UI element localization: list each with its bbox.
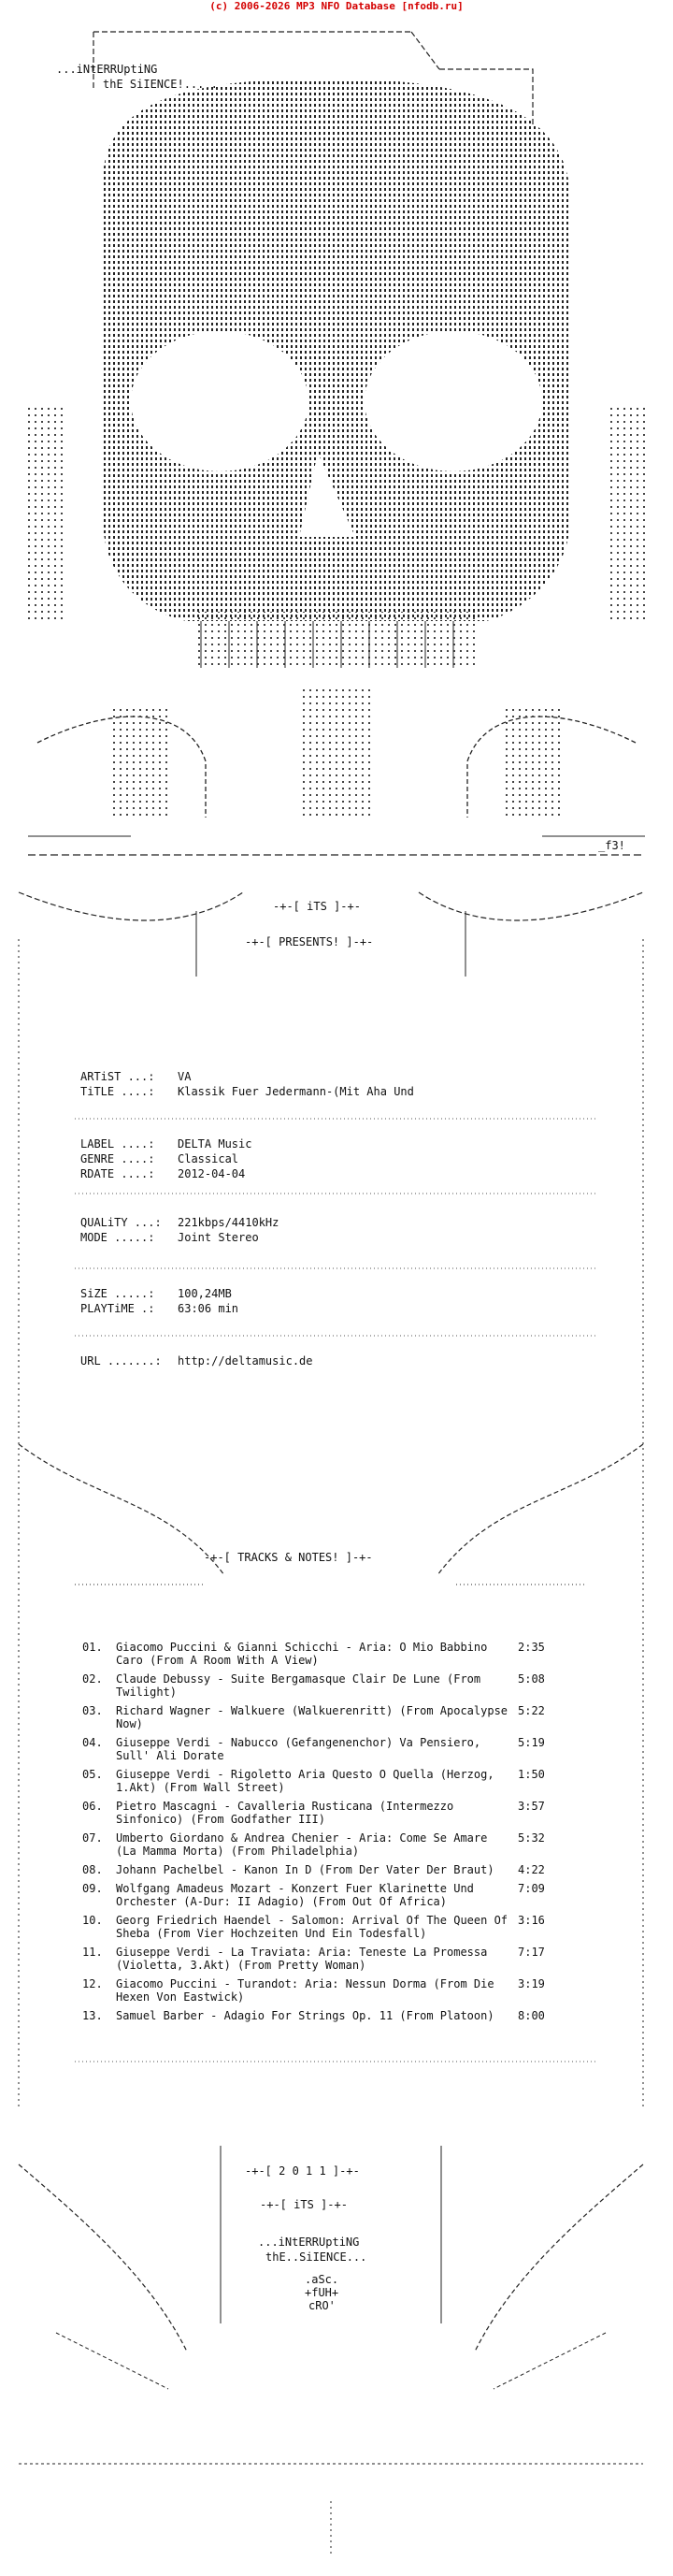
track-duration: 4:22: [518, 1863, 545, 1876]
label-value: DELTA Music: [178, 1137, 252, 1151]
footer-group-1: ...iNtERRUptiNG: [258, 2236, 360, 2249]
quality-value: 221kbps/4410kHz: [178, 1216, 279, 1229]
playtime-value: 63:06 min: [178, 1302, 239, 1315]
genre-value: Classical: [178, 1152, 239, 1165]
mode-label: MODE .....:: [80, 1231, 155, 1244]
track-number: 03.: [82, 1704, 103, 1717]
track-duration: 3:57: [518, 1800, 545, 1813]
genre-label: GENRE ....:: [80, 1152, 155, 1165]
skull-art-svg: ...iNtERRUptiNG thE SiIENCE!... . _f3!: [28, 31, 645, 856]
track-title: Georg Friedrich Haendel - Salomon: Arriv…: [116, 1914, 508, 1940]
track-number: 08.: [82, 1863, 103, 1876]
track-duration: 5:22: [518, 1704, 545, 1717]
tracks-heading-section: -+-[ TRACKS & NOTES! ]-+-: [0, 1425, 673, 1622]
track-row: 11. Giuseppe Verdi - La Traviata: Aria: T…: [82, 1946, 606, 1972]
track-title: Giacomo Puccini & Gianni Schicchi - Aria…: [116, 1641, 488, 1667]
artist-label: ARTiST ...:: [80, 1070, 155, 1083]
track-row: 08. Johann Pachelbel - Kanon In D (From D…: [82, 1863, 606, 1876]
track-number: 09.: [82, 1882, 103, 1895]
track-duration: 5:19: [518, 1736, 545, 1749]
track-title: Samuel Barber - Adagio For Strings Op. 1…: [116, 2009, 494, 2022]
track-number: 13.: [82, 2009, 103, 2022]
credit-cro: cRO': [308, 2299, 336, 2312]
track-title: Wolfgang Amadeus Mozart - Konzert Fuer K…: [116, 1882, 474, 1908]
skull-ascii-art: ...iNtERRUptiNG thE SiIENCE!... . _f3!: [0, 13, 673, 874]
presents-label: -+-[ PRESENTS! ]-+-: [245, 935, 374, 948]
track-row: 04. Giuseppe Verdi - Nabucco (Gefangenenc…: [82, 1736, 606, 1762]
footer-ornament: [18, 2146, 644, 2557]
presents-its-tag: -+-[ iTS ]-+-: [273, 900, 361, 913]
track-row: 01. Giacomo Puccini & Gianni Schicchi - A…: [82, 1641, 606, 1667]
footer-year: -+-[ 2 0 1 1 ]-+-: [245, 2164, 360, 2178]
track-title: Pietro Mascagni - Cavalleria Rusticana (…: [116, 1800, 454, 1826]
track-title: Giuseppe Verdi - La Traviata: Aria: Tene…: [116, 1946, 488, 1972]
track-number: 07.: [82, 1831, 103, 1845]
track-number: 10.: [82, 1914, 103, 1927]
footer-section: -+-[ 2 0 1 1 ]-+- -+-[ iTS ]-+- ...iNtER…: [0, 2108, 673, 2576]
track-duration: 5:32: [518, 1831, 545, 1845]
track-title: Claude Debussy - Suite Bergamasque Clair…: [116, 1672, 481, 1699]
release-frame: [18, 1051, 644, 1425]
footer-group-2: thE..SiIENCE...: [265, 2250, 367, 2264]
track-title: Giuseppe Verdi - Nabucco (Gefangenenchor…: [116, 1736, 481, 1762]
track-duration: 8:00: [518, 2009, 545, 2022]
track-row: 13. Samuel Barber - Adagio For Strings Op…: [82, 2009, 606, 2022]
url-label: URL .......:: [80, 1354, 162, 1368]
track-number: 01.: [82, 1641, 103, 1654]
track-number: 05.: [82, 1768, 103, 1781]
track-row: 10. Georg Friedrich Haendel - Salomon: Ar…: [82, 1914, 606, 1940]
track-title: Umberto Giordano & Andrea Chenier - Aria…: [116, 1831, 488, 1858]
track-row: 07. Umberto Giordano & Andrea Chenier - A…: [82, 1831, 606, 1858]
url-value: http://deltamusic.de: [178, 1354, 313, 1368]
track-number: 02.: [82, 1672, 103, 1686]
track-row: 12. Giacomo Puccini - Turandot: Aria: Nes…: [82, 1977, 606, 2004]
track-number: 06.: [82, 1800, 103, 1813]
track-title: Giacomo Puccini - Turandot: Aria: Nessun…: [116, 1977, 494, 2004]
track-duration: 7:09: [518, 1882, 545, 1895]
label-label: LABEL ....:: [80, 1137, 155, 1151]
track-duration: 3:19: [518, 1977, 545, 1990]
presents-frame: [18, 891, 644, 1051]
size-label: SiZE .....:: [80, 1287, 155, 1300]
track-number: 04.: [82, 1736, 103, 1749]
artist-tag: _f3!: [598, 839, 625, 852]
credit-fuh: +fUH+: [305, 2286, 339, 2299]
track-list: 01. Giacomo Puccini & Gianni Schicchi - A…: [0, 1622, 673, 2108]
group-name-2: thE SiIENCE!... .: [103, 78, 218, 91]
presents-section: -+-[ iTS ]-+- -+-[ PRESENTS! ]-+-: [0, 874, 673, 1051]
track-duration: 7:17: [518, 1946, 545, 1959]
rdate-value: 2012-04-04: [178, 1167, 246, 1180]
tracks-ornament: [18, 1425, 644, 1622]
playtime-label: PLAYTiME .:: [80, 1302, 155, 1315]
track-title: Johann Pachelbel - Kanon In D (From Der …: [116, 1863, 494, 1876]
footer-its: -+-[ iTS ]-+-: [260, 2198, 348, 2211]
track-title: Giuseppe Verdi - Rigoletto Aria Questo O…: [116, 1768, 494, 1794]
track-row: 05. Giuseppe Verdi - Rigoletto Aria Quest…: [82, 1768, 606, 1794]
track-duration: 1:50: [518, 1768, 545, 1781]
release-info: ARTiST ...: VA TiTLE ....: Klassik Fuer …: [0, 1051, 673, 1425]
artist-value: VA: [178, 1070, 192, 1083]
size-value: 100,24MB: [178, 1287, 232, 1300]
title-value: Klassik Fuer Jedermann-(Mit Aha Und: [178, 1085, 414, 1098]
title-label: TiTLE ....:: [80, 1085, 155, 1098]
track-number: 11.: [82, 1946, 103, 1959]
rdate-label: RDATE ....:: [80, 1167, 155, 1180]
track-duration: 3:16: [518, 1914, 545, 1927]
quality-label: QUALiTY ...:: [80, 1216, 162, 1229]
track-title: Richard Wagner - Walkuere (Walkuerenritt…: [116, 1704, 508, 1730]
group-name-1: ...iNtERRUptiNG: [56, 63, 157, 76]
track-row: 02. Claude Debussy - Suite Bergamasque Cl…: [82, 1672, 606, 1699]
tracklist-frame: [18, 1622, 644, 2108]
nfodb-banner: (c) 2006-2026 MP3 NFO Database [nfodb.ru…: [209, 0, 464, 12]
track-number: 12.: [82, 1977, 103, 1990]
track-row: 06. Pietro Mascagni - Cavalleria Rustican…: [82, 1800, 606, 1826]
track-row: 03. Richard Wagner - Walkuere (Walkuerenr…: [82, 1704, 606, 1730]
track-duration: 5:08: [518, 1672, 545, 1686]
credit-asc: .aSc.: [305, 2273, 339, 2286]
track-row: 09. Wolfgang Amadeus Mozart - Konzert Fue…: [82, 1882, 606, 1908]
track-duration: 2:35: [518, 1641, 545, 1654]
mode-value: Joint Stereo: [178, 1231, 259, 1244]
tracks-heading: -+-[ TRACKS & NOTES! ]-+-: [204, 1551, 373, 1564]
